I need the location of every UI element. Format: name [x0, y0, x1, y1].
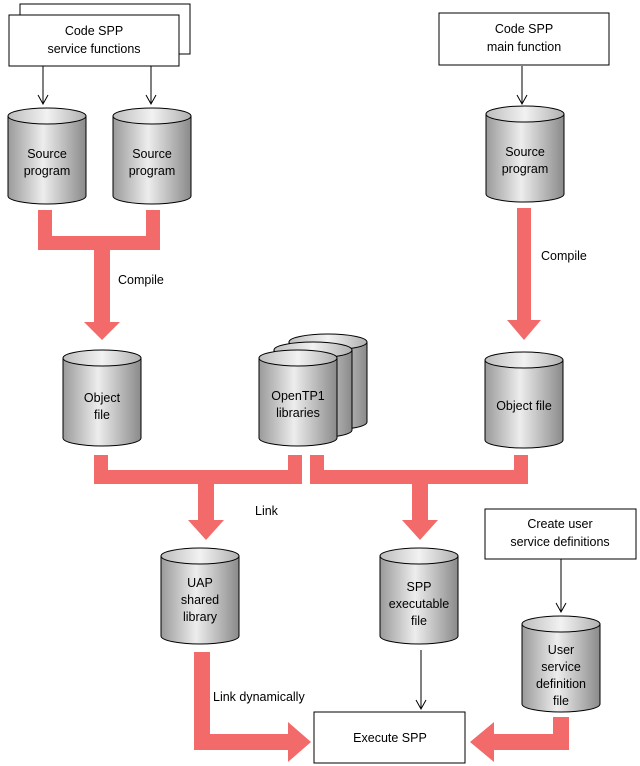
- spp-executable-file-cylinder-label-line-1: SPP: [406, 580, 431, 594]
- user-service-definition-file-cylinder-label-line-1: User: [548, 643, 574, 657]
- user-defs-to-execute-arrow: [470, 717, 569, 762]
- user-service-definition-file-cylinder: User service definition file: [521, 615, 601, 713]
- execute-spp-label: Execute SPP: [353, 731, 427, 745]
- code-service-functions-box: Code SPP service functions: [8, 3, 191, 67]
- spp-executable-file-cylinder: SPP executable file: [379, 547, 459, 645]
- thin-arrows: [37, 66, 567, 711]
- source-program-cylinder-3: Source program: [485, 105, 565, 203]
- object-file-cylinder-left-label-line-2: file: [94, 408, 110, 422]
- uap-shared-library-cylinder-label-line-1: UAP: [187, 576, 213, 590]
- compile-left-join-arrow: [38, 210, 160, 340]
- code-service-line-1: Code SPP: [65, 24, 123, 38]
- create-defs-line-2: service definitions: [510, 535, 609, 549]
- spp-executable-file-cylinder-label-line-3: file: [411, 614, 427, 628]
- code-main-line-1: Code SPP: [495, 22, 553, 36]
- spp-executable-file-cylinder-label-line-2: executable: [389, 597, 450, 611]
- data-stores: Source program Source program Source programO…: [7, 105, 601, 713]
- link-dynamically-label: Link dynamically: [213, 690, 305, 704]
- uap-shared-library-cylinder-label-line-2: shared: [181, 593, 219, 607]
- compile-label-right: Compile: [541, 249, 587, 263]
- link-right-join-arrow: [310, 455, 528, 540]
- compile-link-flows: [38, 208, 569, 762]
- source-program-cylinder-1-label-line-2: program: [24, 164, 71, 178]
- source-program-cylinder-1-label-line-1: Source: [27, 147, 67, 161]
- execute-spp-box: Execute SPP: [313, 711, 466, 764]
- source-program-cylinder-2: Source program: [112, 107, 192, 205]
- link-dynamically-arrow: [194, 652, 311, 762]
- code-service-line-2: service functions: [47, 42, 140, 56]
- user-service-definition-file-cylinder-label-line-3: definition: [536, 677, 586, 691]
- user-service-definition-file-cylinder-label-line-4: file: [553, 694, 569, 708]
- object-file-cylinder-left: Object file: [62, 349, 142, 447]
- compile-right-arrow: [507, 208, 541, 340]
- code-main-function-box: Code SPP main function: [438, 12, 610, 66]
- user-service-definition-file-cylinder-label-line-2: service: [541, 660, 581, 674]
- uap-shared-library-cylinder: UAP shared library: [160, 547, 240, 645]
- source-program-cylinder-1: Source program: [7, 107, 87, 205]
- source-program-cylinder-2-label-line-2: program: [129, 164, 176, 178]
- object-file-cylinder-right: Object file: [484, 351, 564, 449]
- object-file-cylinder-left-label-line-1: Object: [84, 391, 121, 405]
- create-user-service-definitions-box: Create user service definitions: [484, 508, 637, 560]
- link-label: Link: [255, 504, 279, 518]
- compile-label-left: Compile: [118, 273, 164, 287]
- opentp1-libraries-cylinder-label-line-2: libraries: [276, 406, 320, 420]
- object-file-cylinder-right-label-line-1: Object file: [496, 399, 552, 413]
- source-program-cylinder-2-label-line-1: Source: [132, 147, 172, 161]
- source-program-cylinder-3-label-line-2: program: [502, 162, 549, 176]
- code-main-line-2: main function: [487, 40, 561, 54]
- uap-shared-library-cylinder-label-line-3: library: [183, 610, 218, 624]
- create-defs-line-1: Create user: [527, 517, 592, 531]
- opentp1-libraries-cylinder-label-line-1: OpenTP1: [271, 389, 325, 403]
- source-program-cylinder-3-label-line-1: Source: [505, 145, 545, 159]
- opentp1-libraries-cylinder: OpenTP1 libraries: [258, 333, 368, 447]
- link-left-join-arrow: [94, 455, 302, 540]
